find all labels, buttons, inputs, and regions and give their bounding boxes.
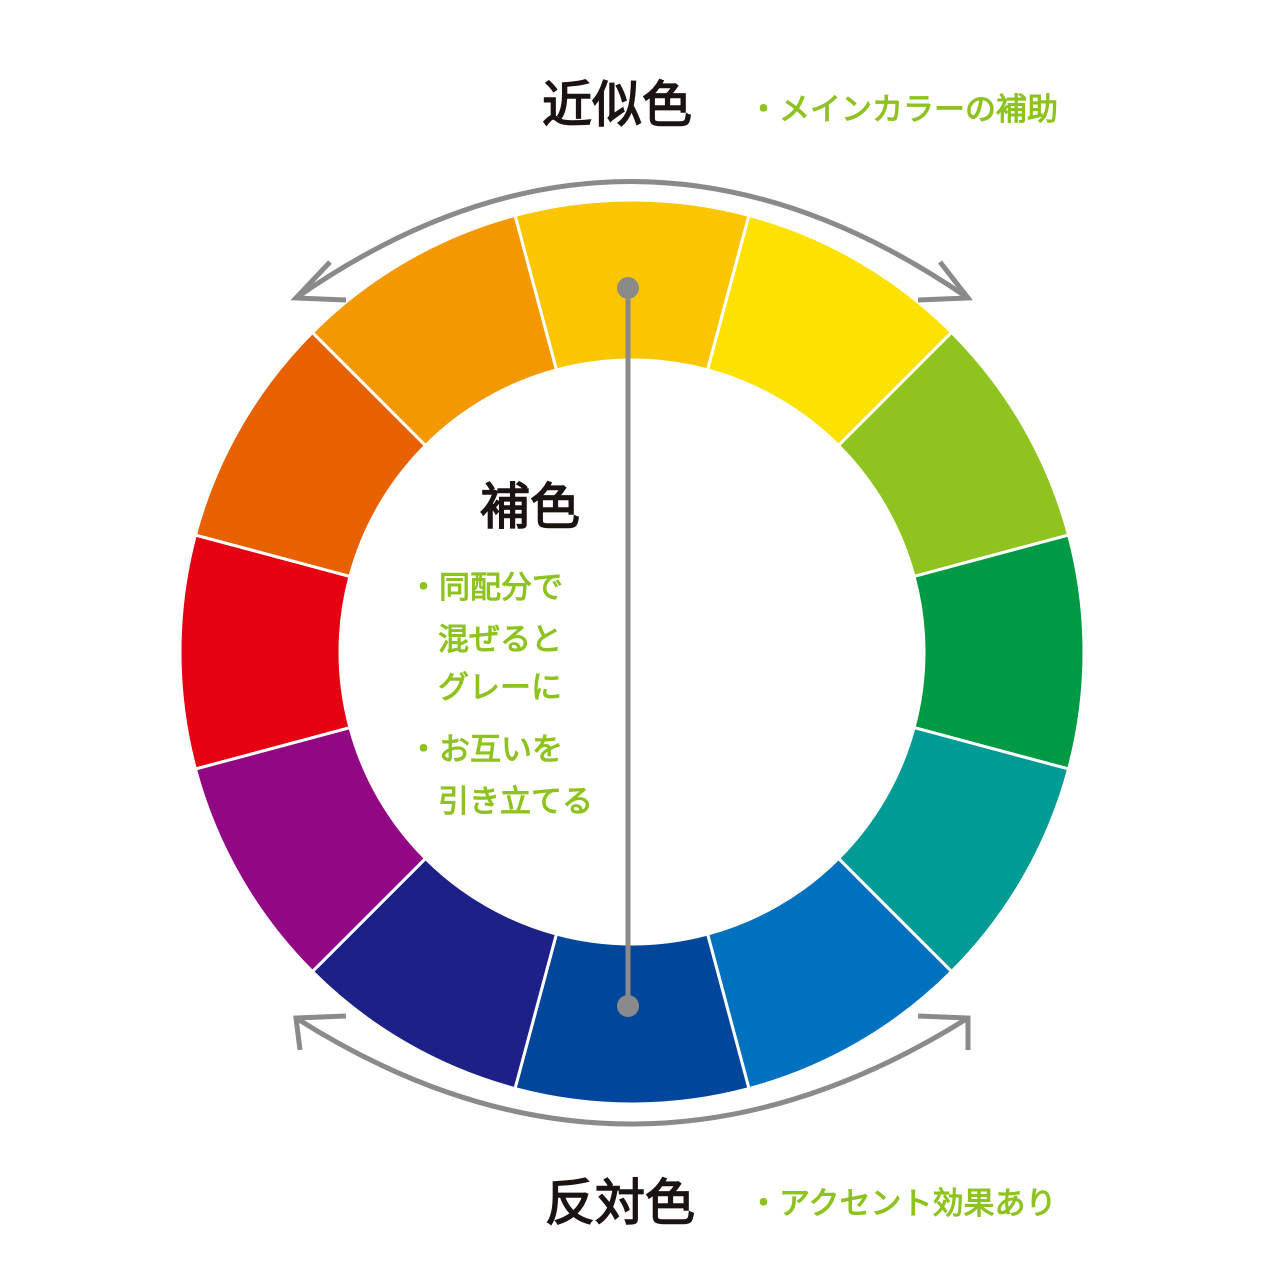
analogous-note: ・メインカラーの補助: [748, 92, 1058, 128]
complementary-note-1-line-1: ・同配分で: [408, 570, 563, 606]
wheel-segment-orange: [310, 213, 559, 448]
complementary-dot-bottom: [617, 995, 639, 1017]
analogous-arrowhead-right: [917, 260, 973, 303]
analogous-arc-arrow: [294, 179, 970, 301]
opposite-title: 反対色: [545, 1174, 695, 1232]
complementary-note-1-line-3: グレーに: [438, 670, 562, 706]
opposite-arrowhead-left: [293, 1013, 347, 1051]
opposite-arrowhead-right: [917, 1013, 971, 1050]
complementary-note-2-line-1: ・お互いを: [408, 732, 563, 768]
analogous-arrowhead-left: [290, 260, 347, 303]
opposite-arc-arrow: [294, 1015, 970, 1127]
opposite-note: ・アクセント効果あり: [748, 1186, 1056, 1222]
analogous-title: 近似色: [542, 76, 692, 134]
complementary-note-2-line-2: 引き立てる: [438, 784, 593, 820]
complementary-note-1-line-2: 混ぜると: [438, 622, 562, 658]
color-wheel: [178, 198, 1086, 1106]
complementary-dot-top: [617, 277, 639, 299]
complementary-title: 補色: [480, 478, 580, 536]
